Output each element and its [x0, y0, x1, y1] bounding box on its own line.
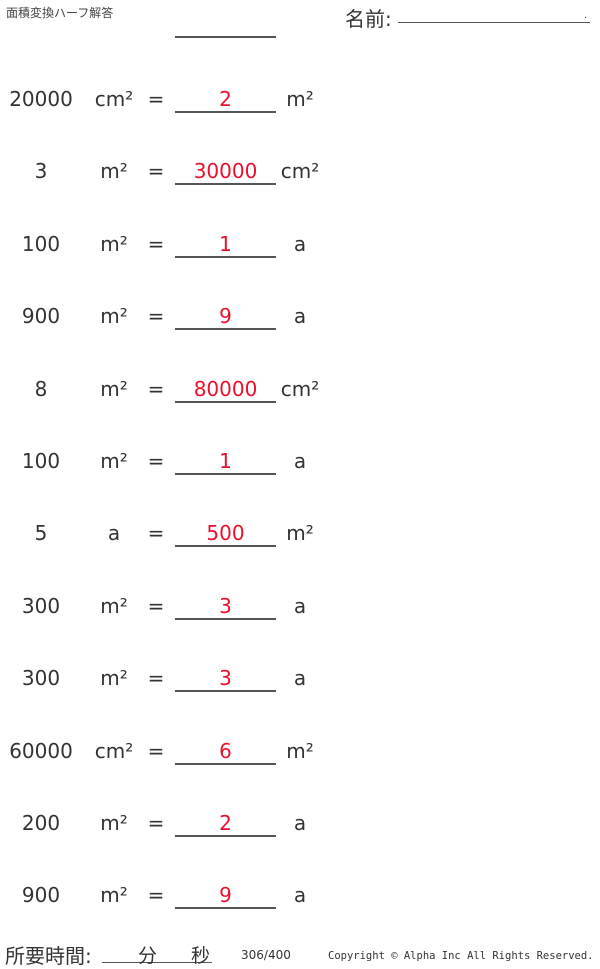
worksheet-title: 面積変換ハーフ解答 [6, 6, 114, 20]
divider-line [175, 36, 276, 38]
answer-field[interactable]: 30000 [175, 156, 276, 186]
equals-sign: = [147, 449, 165, 473]
from-unit: m² [100, 449, 128, 473]
from-unit: m² [100, 304, 128, 329]
problem-value: 20000 [9, 87, 73, 111]
equals-sign: = [147, 593, 165, 618]
problem-row: 20000 cm² = 2 m² [0, 84, 340, 114]
problem-value: 8 [34, 376, 48, 401]
answer-field[interactable]: 2 [175, 84, 276, 113]
problem-value: 60000 [9, 738, 73, 763]
answer-field[interactable]: 1 [175, 229, 276, 258]
name-field[interactable] [398, 22, 590, 23]
equals-sign: = [147, 738, 165, 763]
minutes-label: 分 [138, 945, 158, 967]
answer-field[interactable]: 80000 [175, 374, 276, 403]
problem-value: 3 [34, 159, 48, 184]
to-unit: a [293, 883, 307, 908]
from-unit: m² [100, 159, 128, 184]
from-unit: m² [100, 231, 128, 256]
equals-sign: = [147, 87, 165, 111]
from-unit: cm² [94, 87, 134, 111]
name-label: 名前: [345, 7, 392, 31]
problem-row: 60000 cm² = 6 m² [0, 736, 340, 766]
answer-field[interactable]: 500 [175, 518, 276, 548]
to-unit: m² [286, 738, 314, 763]
to-unit: m² [286, 87, 314, 111]
equals-sign: = [147, 159, 165, 184]
answer-field[interactable]: 9 [175, 880, 276, 910]
problem-row: 5 a = 500 m² [0, 518, 340, 548]
to-unit: a [293, 449, 307, 473]
answer-field[interactable]: 6 [175, 736, 276, 765]
to-unit: cm² [280, 159, 320, 184]
to-unit: a [293, 593, 307, 618]
answer-field[interactable]: 3 [175, 591, 276, 620]
problem-value: 300 [21, 593, 61, 618]
problem-value: 900 [21, 883, 61, 908]
name-dot: . [584, 10, 588, 21]
to-unit: a [293, 666, 307, 691]
page-number: 306/400 [241, 948, 291, 962]
answer-field[interactable]: 1 [175, 446, 276, 475]
to-unit: m² [286, 521, 314, 546]
time-field[interactable] [102, 962, 212, 963]
equals-sign: = [147, 376, 165, 401]
time-label: 所要時間: [5, 944, 92, 968]
equals-sign: = [147, 304, 165, 329]
answer-field[interactable]: 3 [175, 663, 276, 693]
from-unit: m² [100, 376, 128, 401]
equals-sign: = [147, 231, 165, 256]
from-unit: m² [100, 883, 128, 908]
copyright: Copyright © Alpha Inc All Rights Reserve… [328, 950, 594, 962]
problem-value: 300 [21, 666, 61, 691]
to-unit: a [293, 304, 307, 329]
equals-sign: = [147, 883, 165, 908]
to-unit: a [293, 231, 307, 256]
equals-sign: = [147, 811, 165, 835]
from-unit: m² [100, 811, 128, 835]
equals-sign: = [147, 666, 165, 691]
seconds-label: 秒 [191, 945, 211, 967]
from-unit: cm² [94, 738, 134, 763]
problem-value: 900 [21, 304, 61, 329]
problem-value: 100 [21, 449, 61, 473]
answer-field[interactable]: 9 [175, 301, 276, 331]
problem-value: 5 [34, 521, 48, 546]
from-unit: a [107, 521, 121, 546]
from-unit: m² [100, 666, 128, 691]
equals-sign: = [147, 521, 165, 546]
to-unit: cm² [280, 376, 320, 401]
answer-field[interactable]: 2 [175, 808, 276, 837]
problem-value: 200 [21, 811, 61, 835]
problem-value: 100 [21, 231, 61, 256]
from-unit: m² [100, 593, 128, 618]
to-unit: a [293, 811, 307, 835]
